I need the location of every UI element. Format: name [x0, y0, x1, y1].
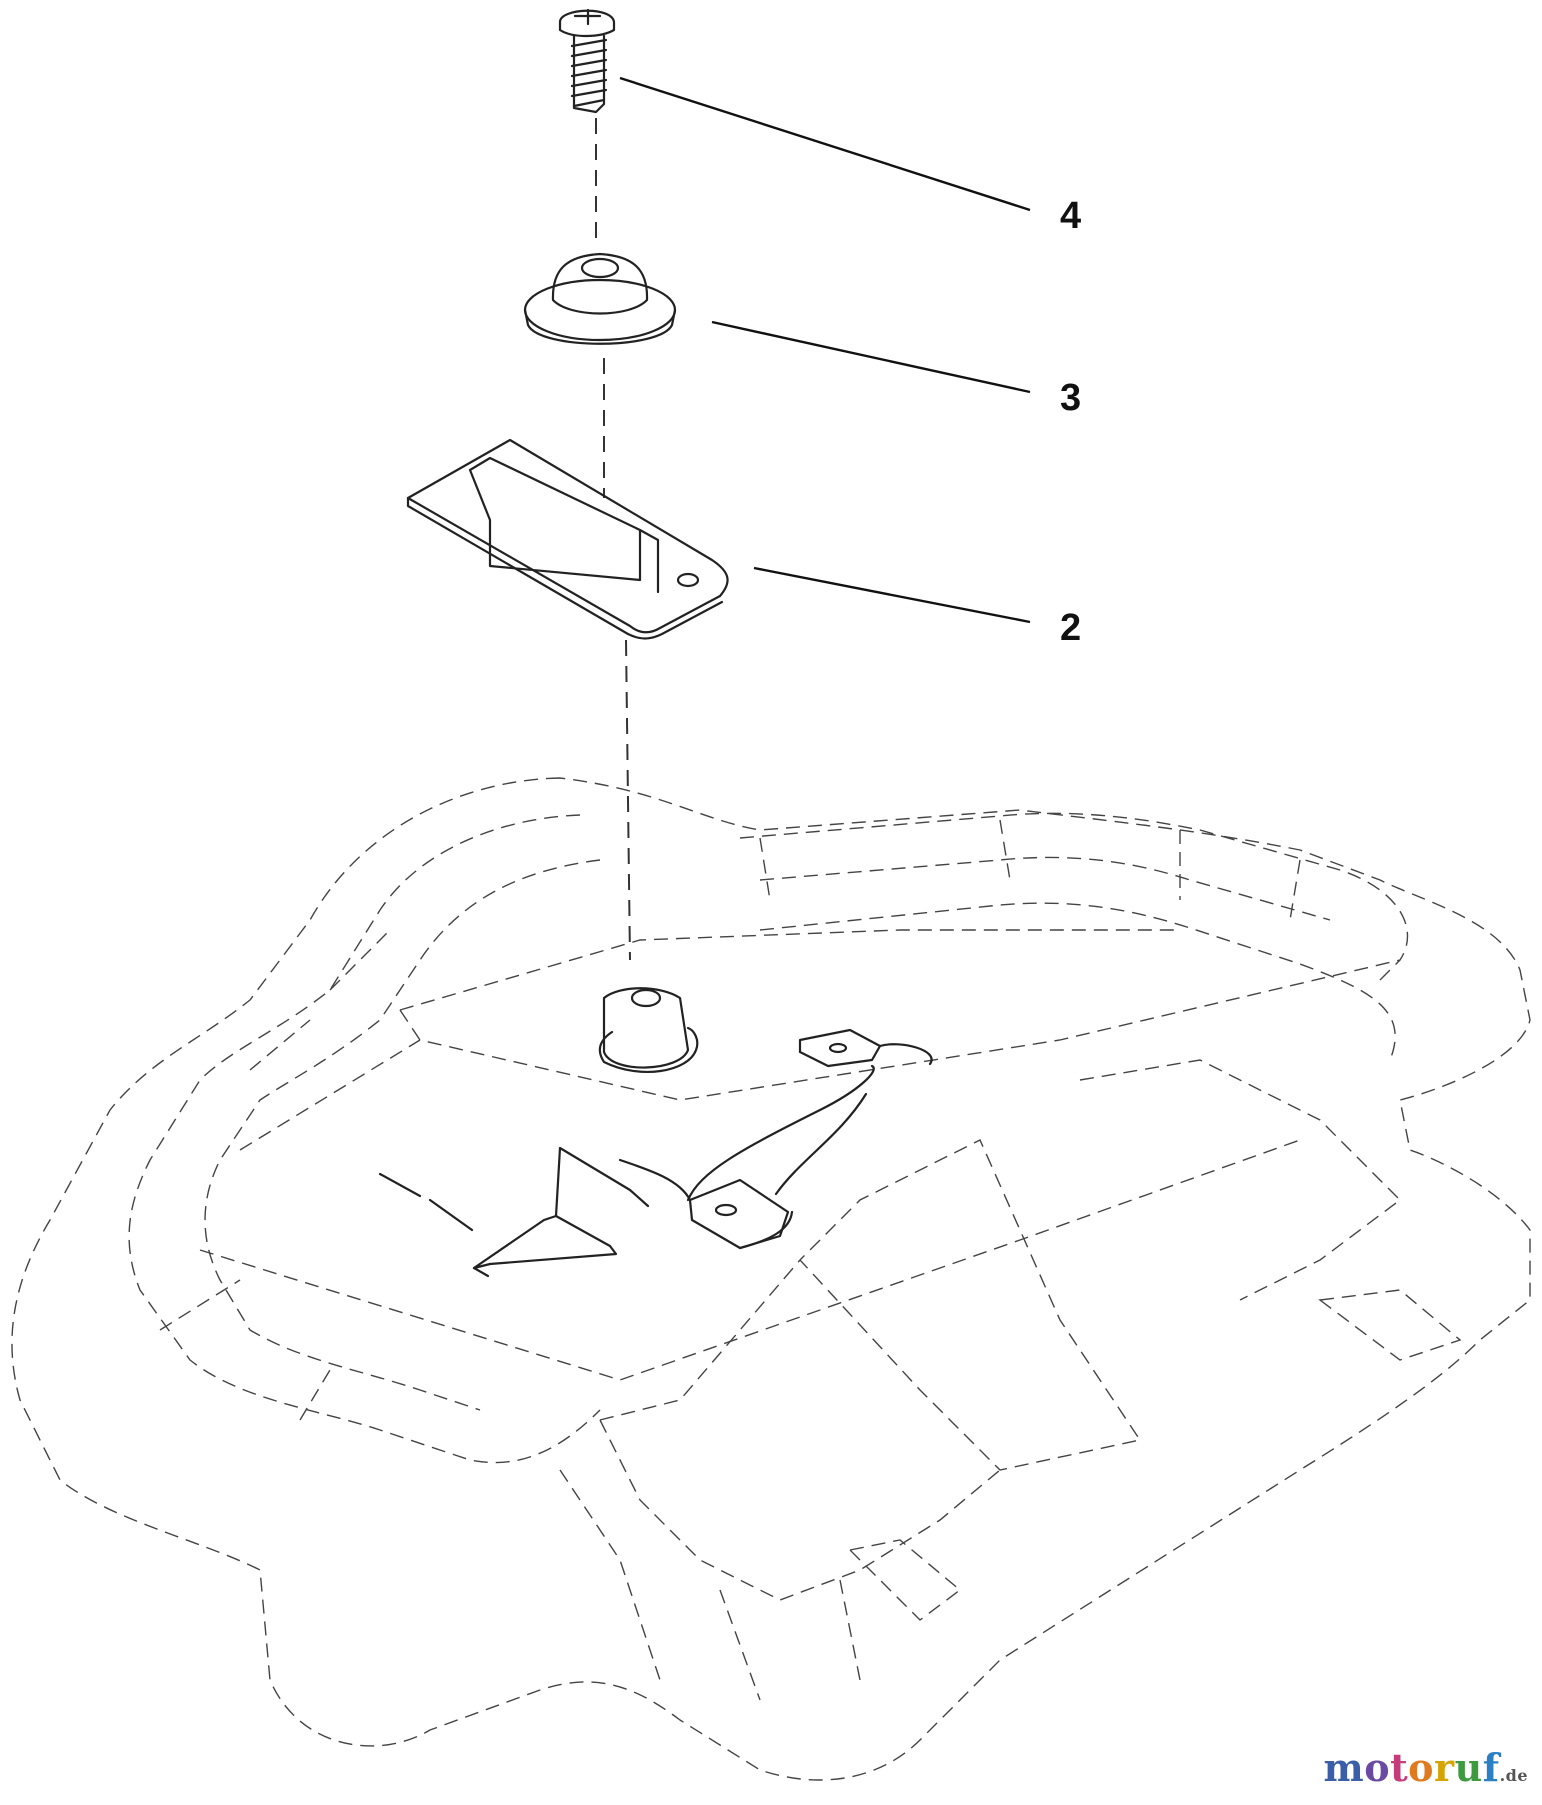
watermark-letter: m	[1323, 1745, 1365, 1790]
leader-line-2	[753, 566, 1031, 624]
watermark-letter: o	[1408, 1745, 1435, 1790]
callout-4: 4	[1060, 195, 1081, 237]
watermark: motoruf.de	[1324, 1745, 1528, 1790]
watermark-letter: o	[1364, 1745, 1391, 1790]
callout-2: 2	[1060, 607, 1081, 649]
leader-line-3	[711, 320, 1031, 394]
watermark-letter: f	[1482, 1745, 1500, 1790]
watermark-letter: u	[1454, 1745, 1483, 1790]
screw-part	[558, 8, 616, 114]
watermark-letter: r	[1434, 1745, 1455, 1790]
seat-hardware	[378, 987, 933, 1278]
assembly-axis	[595, 118, 631, 961]
seat-body	[11, 777, 1531, 1781]
grommet-part	[523, 252, 677, 345]
watermark-suffix: .de	[1499, 1766, 1528, 1785]
leader-line-4	[619, 76, 1031, 212]
bracket-part	[406, 438, 729, 640]
callout-3: 3	[1060, 377, 1081, 419]
watermark-letter: t	[1390, 1745, 1409, 1790]
